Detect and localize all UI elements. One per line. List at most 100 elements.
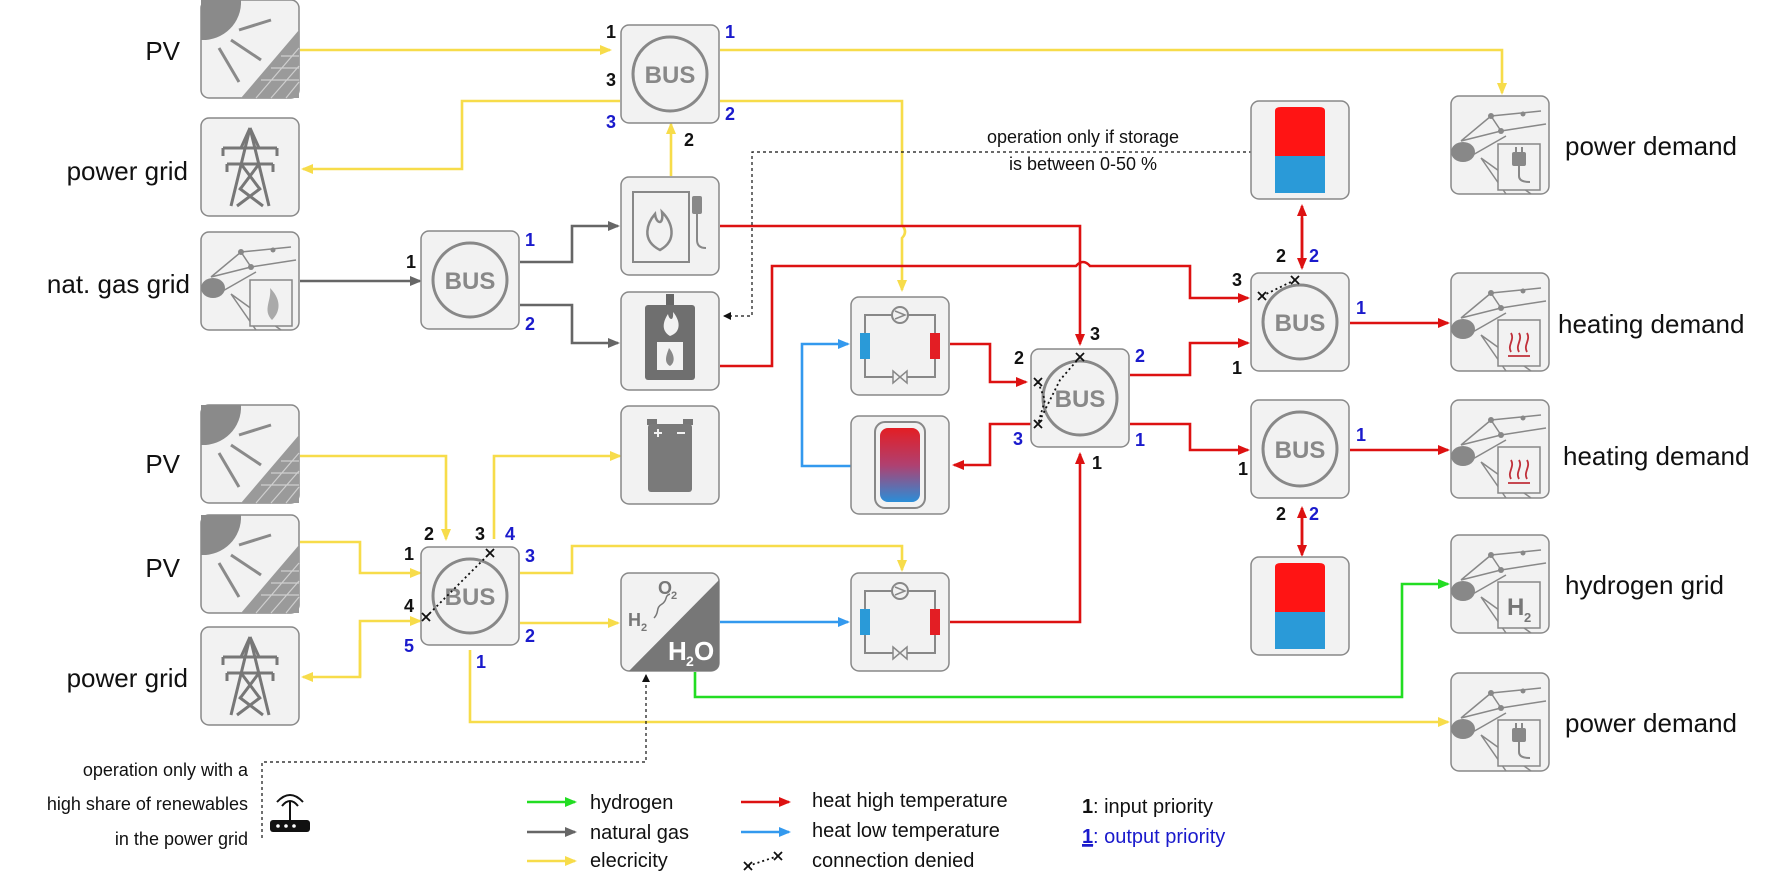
line-storage-control: [723, 151, 1252, 320]
legend-heat-low: heat low temperature: [812, 820, 1000, 842]
pv-mid-icon: [199, 403, 301, 505]
line-heat-bus-to-bus-top: [1130, 338, 1250, 377]
prio-bus-heat-low-out2: 2: [1309, 504, 1319, 524]
electrolyzer-h2o-h: H: [668, 636, 687, 666]
component-labels: PV power grid nat. gas grid PV PV power …: [47, 36, 1750, 738]
prio-bus-elec-low-out4: 4: [505, 524, 515, 544]
line-chp-to-heat-bus: [720, 224, 1085, 346]
prio-bus-heat-mid-out3: 3: [1013, 429, 1023, 449]
note-renew-line1: operation only with a: [83, 760, 249, 780]
pv-low-icon: [199, 513, 301, 615]
label-pv-top: PV: [145, 36, 180, 66]
prio-bus-elec-low-out1: 1: [476, 652, 486, 672]
prio-bus-top-in3: 3: [606, 70, 616, 90]
line-tank-to-hp: [800, 339, 852, 468]
note-renew-line2: high share of renewables: [47, 794, 248, 814]
bus-top-label: BUS: [645, 62, 696, 89]
label-nat-gas-grid: nat. gas grid: [47, 269, 190, 299]
bus-elec-low-label: BUS: [445, 584, 496, 611]
heating-demand-2-icon: [1450, 399, 1550, 499]
electrolyzer-o2-sub: 2: [671, 590, 677, 602]
prio-bus-top-in2: 2: [684, 130, 694, 150]
legend-heat-high: heat high temperature: [812, 790, 1008, 812]
prio-bus-heat-low-in2: 2: [1276, 504, 1286, 524]
label-power-grid-low: power grid: [67, 663, 188, 693]
line-bus-low-to-grid: [301, 640, 362, 682]
prio-bus-top-out2: 2: [725, 104, 735, 124]
battery-icon: [620, 405, 720, 505]
h2-icon-sub: 2: [1524, 610, 1531, 625]
power-grid-top-icon: [199, 116, 301, 218]
note-storage-line1: operation only if storage: [987, 127, 1179, 147]
bus-gas-label: BUS: [445, 268, 496, 295]
electrolyzer-o2-label: O: [658, 578, 672, 598]
power-demand-top-icon: [1450, 95, 1550, 195]
electrolyzer-h2-label: H: [628, 610, 641, 630]
legend-natural-gas: natural gas: [590, 822, 689, 844]
line-renewable-control: [261, 674, 650, 838]
prio-bus-top-in1: 1: [606, 22, 616, 42]
prio-bus-top-out1: 1: [725, 22, 735, 42]
prio-bus-heat-mid-out2: 2: [1135, 346, 1145, 366]
boiler-icon: [620, 291, 720, 391]
legend-input-num: 1: [1082, 796, 1093, 818]
heat-pump-2-icon: [850, 572, 950, 672]
heating-demand-1-icon: [1450, 272, 1550, 372]
label-pv-low: PV: [145, 553, 180, 583]
prio-bus-heat-low-out1: 1: [1356, 425, 1366, 445]
line-bus-low-to-heatpump2: [520, 544, 907, 575]
line-gas-bus-to-boiler: [520, 303, 620, 348]
legend-electricity: elecricity: [590, 850, 668, 872]
line-heat-bus-to-tank: [952, 422, 1032, 470]
bus-heat-low-label: BUS: [1275, 437, 1326, 464]
line-bus-low-to-demand: [468, 650, 1450, 727]
line-hp2-to-heat-bus: [950, 452, 1085, 624]
electrolyzer-h2-sub: 2: [641, 622, 647, 634]
line-heat-bus-to-bus-low: [1130, 422, 1250, 455]
legend-output-num: 1: [1082, 826, 1093, 848]
priority-numbers: 1 3 1 2 3 2 1 1 2 2 3 2 3 1 1 2 2 3 1 1 …: [404, 22, 1366, 672]
chp-icon: [620, 176, 720, 276]
prio-bus-gas-out1: 1: [525, 230, 535, 250]
notes: operation only if storage is between 0-5…: [47, 127, 1179, 849]
prio-bus-elec-low-in4: 4: [404, 596, 414, 616]
heat-storage-low-icon: [1250, 556, 1350, 656]
connection-lines: [261, 45, 1507, 838]
legend-denied: connection denied: [812, 850, 974, 872]
line-bus-to-heatpump: [720, 99, 907, 292]
line-hp-to-heat-bus: [950, 342, 1028, 387]
prio-bus-elec-low-out5: 5: [404, 636, 414, 656]
prio-bus-heat-top-out1: 1: [1356, 298, 1366, 318]
prio-bus-gas-in1: 1: [406, 252, 416, 272]
prio-bus-heat-top-out2: 2: [1309, 246, 1319, 266]
label-heating-demand-1: heating demand: [1558, 309, 1744, 339]
heat-pump-icon: [850, 296, 950, 396]
denied-connections: [421, 275, 1300, 622]
label-power-grid-top: power grid: [67, 156, 188, 186]
components: H 2 O 2 H 2 O: [199, 0, 1550, 832]
legend-hydrogen: hydrogen: [590, 792, 673, 814]
prio-bus-top-out3: 3: [606, 112, 616, 132]
prio-bus-elec-low-in2: 2: [424, 524, 434, 544]
line-pv-mid-to-bus-low: [300, 454, 451, 541]
prio-bus-elec-low-in1: 1: [404, 544, 414, 564]
prio-bus-heat-low-in1: 1: [1238, 459, 1248, 479]
prio-bus-heat-mid-out1: 1: [1135, 430, 1145, 450]
line-bus-to-power-grid-top: [301, 99, 620, 174]
power-grid-low-icon: [199, 625, 301, 727]
bus-heat-mid-label: BUS: [1055, 386, 1106, 413]
line-gas-bus-to-chp: [520, 221, 620, 264]
prio-bus-elec-low-in3: 3: [475, 524, 485, 544]
legend: hydrogen natural gas elecricity heat hig…: [527, 790, 1225, 872]
note-renew-line3: in the power grid: [115, 829, 248, 849]
line-electrolyzer-to-h2grid: [693, 579, 1450, 699]
electrolyzer-icon: H 2 O 2 H 2 O: [620, 572, 720, 672]
prio-bus-elec-low-out2: 2: [525, 626, 535, 646]
gas-grid-icon: [200, 231, 300, 331]
prio-bus-heat-mid-in2: 2: [1014, 348, 1024, 368]
prio-bus-elec-low-out3: 3: [525, 546, 535, 566]
electrolyzer-h2o-o: O: [694, 636, 714, 666]
prio-bus-heat-top-in1: 1: [1232, 358, 1242, 378]
bus-labels: BUS BUS BUS BUS BUS BUS: [445, 62, 1326, 611]
